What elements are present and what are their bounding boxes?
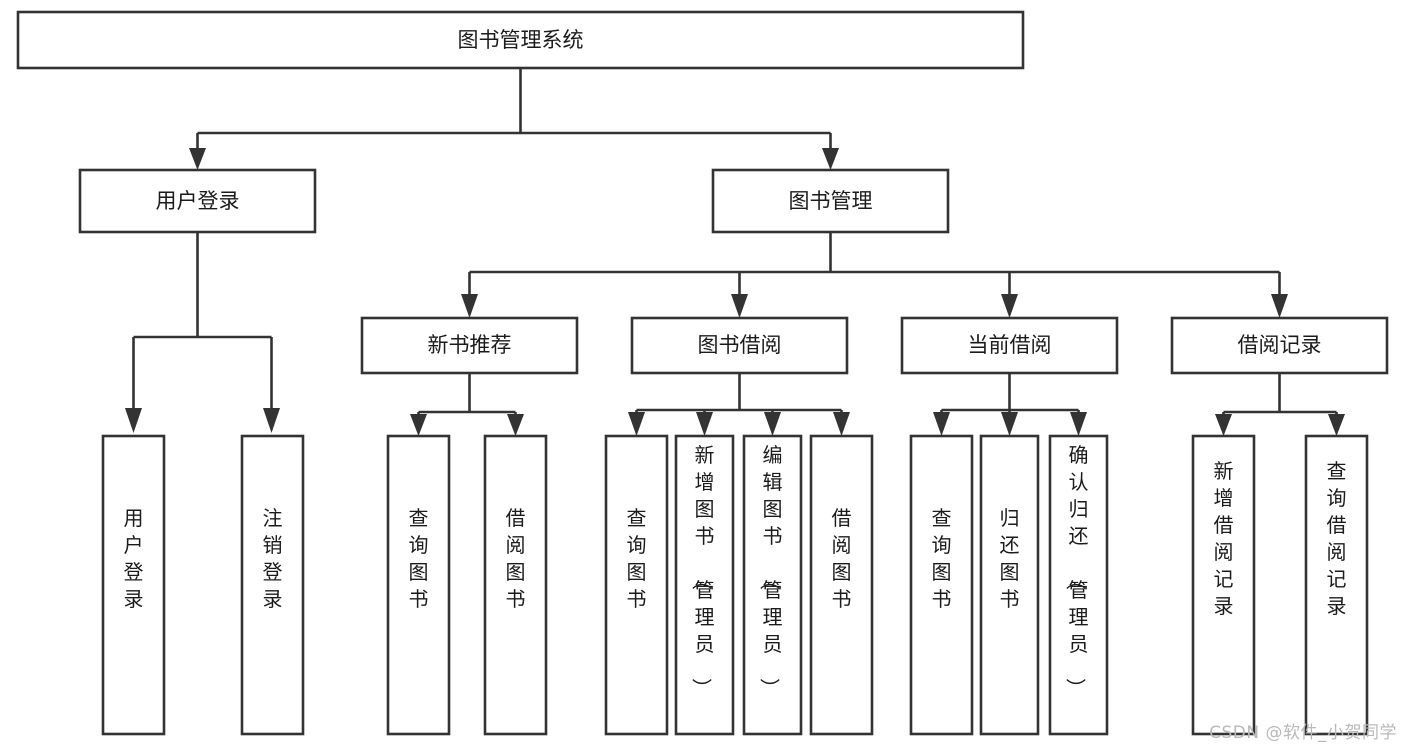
- arrow-head-leaf-borrow-book-1: [507, 414, 524, 436]
- node-leaf-logout-login-label: 注销登录: [263, 506, 283, 611]
- node-leaf-add-book-box[interactable]: [674, 434, 735, 736]
- node-leaf-edit-book-label: 编辑图书（管理员）: [758, 443, 783, 698]
- node-leaf-confirm-return-box[interactable]: [1048, 434, 1109, 736]
- arrow-head-leaf-confirm-return: [1070, 412, 1087, 436]
- node-root-box[interactable]: [16, 10, 1025, 70]
- connector-group-current-borrow-to-leaves: [933, 373, 1087, 436]
- connector-group-book-manage-to-level3: [461, 232, 1288, 318]
- node-book-manage[interactable]: 图书管理: [711, 168, 950, 234]
- node-leaf-borrow-book-2-box[interactable]: [809, 434, 874, 736]
- node-user-login-label: 用户登录: [156, 189, 240, 213]
- node-leaf-add-record[interactable]: 新增借阅记录: [1191, 434, 1256, 736]
- connector-group-user-login-to-leaves: [125, 232, 280, 433]
- node-leaf-query-book-3-label: 查询图书: [932, 506, 952, 611]
- arrow-head-borrow-record: [1271, 294, 1288, 318]
- node-leaf-confirm-return[interactable]: 确认归还（管理员）: [1048, 434, 1109, 736]
- node-leaf-query-book-2[interactable]: 查询图书: [604, 434, 669, 736]
- node-new-book-rec[interactable]: 新书推荐: [360, 316, 579, 375]
- arrow-head-user-login: [189, 148, 206, 170]
- node-current-borrow-box[interactable]: [900, 316, 1119, 375]
- node-book-borrow[interactable]: 图书借阅: [630, 316, 849, 375]
- connector-group-root-to-level2: [189, 68, 839, 170]
- arrow-head-leaf-query-record: [1328, 414, 1345, 436]
- node-borrow-record[interactable]: 借阅记录: [1170, 316, 1389, 375]
- node-leaf-user-login-box[interactable]: [101, 434, 166, 736]
- node-leaf-query-record[interactable]: 查询借阅记录: [1304, 434, 1369, 736]
- node-leaf-confirm-return-label: 确认归还（管理员）: [1064, 443, 1089, 698]
- node-leaf-borrow-book-2-label: 借阅图书: [832, 506, 852, 611]
- node-leaf-borrow-book-1-box[interactable]: [483, 434, 548, 736]
- node-new-book-rec-box[interactable]: [360, 316, 579, 375]
- arrow-head-leaf-query-book-3: [933, 412, 950, 436]
- arrow-head-leaf-borrow-book-2: [833, 412, 850, 436]
- arrow-head-leaf-query-book-1: [410, 414, 427, 436]
- node-leaf-query-book-3-box[interactable]: [909, 434, 974, 736]
- node-book-manage-label: 图书管理: [789, 189, 873, 213]
- node-leaf-query-book-2-box[interactable]: [604, 434, 669, 736]
- node-leaf-query-record-box[interactable]: [1304, 434, 1369, 736]
- arrow-head-leaf-logout-login: [263, 408, 280, 433]
- node-leaf-user-login[interactable]: 用户登录: [101, 434, 166, 736]
- node-leaf-query-book-3[interactable]: 查询图书: [909, 434, 974, 736]
- node-leaf-query-book-2-label: 查询图书: [627, 506, 647, 611]
- node-leaf-return-book-label: 归还图书: [1000, 506, 1020, 611]
- node-book-borrow-label: 图书借阅: [698, 333, 782, 357]
- node-root[interactable]: 图书管理系统: [16, 10, 1025, 70]
- node-leaf-borrow-book-1[interactable]: 借阅图书: [483, 434, 548, 736]
- node-user-login[interactable]: 用户登录: [78, 168, 317, 234]
- node-current-borrow[interactable]: 当前借阅: [900, 316, 1119, 375]
- node-leaf-add-record-label: 新增借阅记录: [1214, 459, 1234, 618]
- node-leaf-add-book[interactable]: 新增图书（管理员）: [674, 434, 735, 736]
- node-leaf-query-record-label: 查询借阅记录: [1327, 459, 1347, 618]
- node-current-borrow-label: 当前借阅: [968, 333, 1052, 357]
- connector-group-borrow-record-to-leaves: [1215, 373, 1345, 436]
- node-leaf-query-book-1-box[interactable]: [386, 434, 451, 736]
- node-leaf-logout-login[interactable]: 注销登录: [240, 434, 305, 736]
- arrow-head-leaf-edit-book: [764, 412, 781, 436]
- arrow-head-leaf-user-login: [125, 408, 142, 433]
- node-leaf-return-book-box[interactable]: [979, 434, 1040, 736]
- node-borrow-record-box[interactable]: [1170, 316, 1389, 375]
- node-leaf-return-book[interactable]: 归还图书: [979, 434, 1040, 736]
- node-leaf-query-book-1-label: 查询图书: [409, 506, 429, 611]
- arrow-head-new-book-rec: [461, 294, 478, 318]
- connector-group-book-borrow-to-leaves: [628, 373, 850, 436]
- arrow-head-current-borrow: [1001, 294, 1018, 318]
- arrow-head-leaf-add-record: [1215, 414, 1232, 436]
- node-leaf-add-record-box[interactable]: [1191, 434, 1256, 736]
- arrow-head-leaf-query-book-2: [628, 412, 645, 436]
- node-user-login-box[interactable]: [78, 168, 317, 234]
- arrow-head-leaf-return-book: [1001, 412, 1018, 436]
- node-leaf-borrow-book-2[interactable]: 借阅图书: [809, 434, 874, 736]
- node-new-book-rec-label: 新书推荐: [428, 333, 512, 357]
- node-borrow-record-label: 借阅记录: [1238, 333, 1322, 357]
- node-leaf-add-book-label: 新增图书（管理员）: [690, 443, 715, 698]
- node-leaf-edit-book[interactable]: 编辑图书（管理员）: [742, 434, 803, 736]
- arrow-head-book-borrow: [731, 294, 748, 318]
- node-leaf-query-book-1[interactable]: 查询图书: [386, 434, 451, 736]
- node-root-label: 图书管理系统: [458, 28, 584, 52]
- node-leaf-user-login-label: 用户登录: [124, 506, 144, 611]
- node-book-borrow-box[interactable]: [630, 316, 849, 375]
- node-leaf-borrow-book-1-label: 借阅图书: [506, 506, 526, 611]
- connector-group-new-book-rec-to-leaves: [410, 373, 524, 436]
- node-book-manage-box[interactable]: [711, 168, 950, 234]
- node-leaf-logout-login-box[interactable]: [240, 434, 305, 736]
- arrow-head-book-manage: [822, 148, 839, 170]
- arrow-head-leaf-add-book: [696, 412, 713, 436]
- node-leaf-edit-book-box[interactable]: [742, 434, 803, 736]
